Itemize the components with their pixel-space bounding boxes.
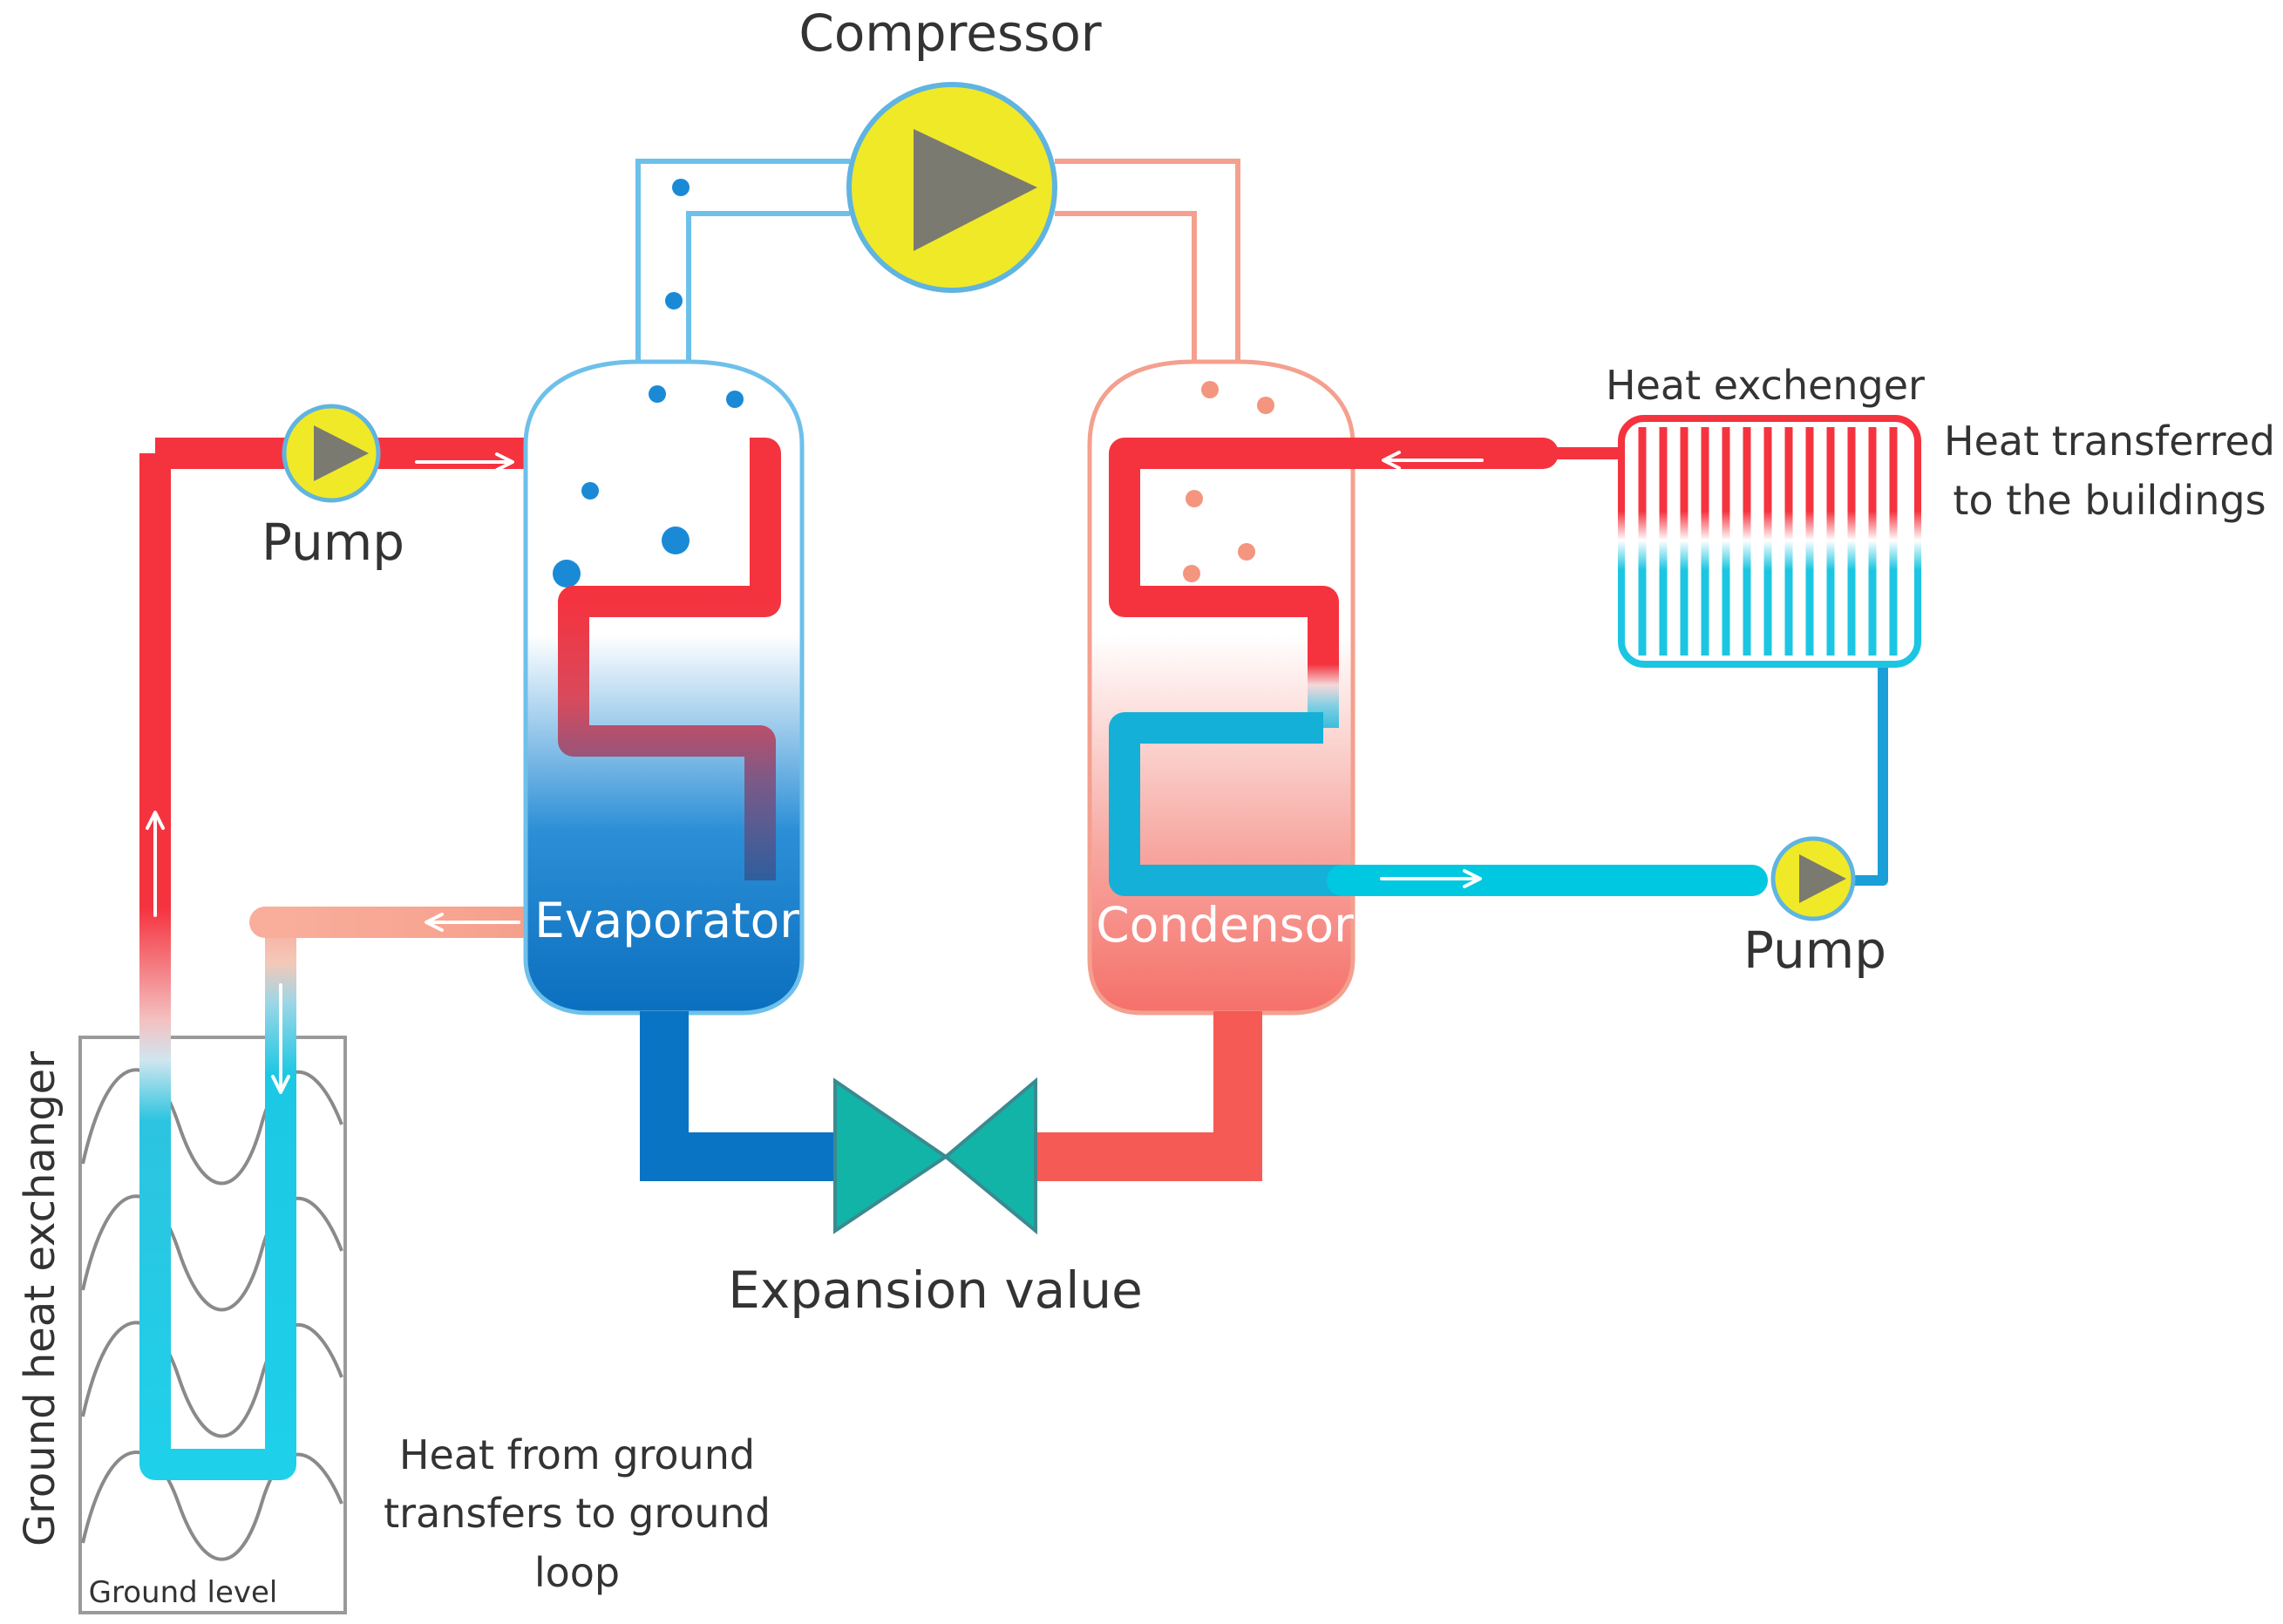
condensor-label: Condensor	[1096, 897, 1354, 953]
arrow-up-icon	[146, 811, 165, 917]
flow-arrows	[146, 451, 1484, 1094]
arrow-down-icon	[271, 983, 290, 1094]
heat-from-ground-line2: transfers to ground	[384, 1490, 771, 1537]
heat-transferred-line1: Heat transferred	[1944, 418, 2275, 465]
heat-exchanger-label: Heat exchenger	[1606, 362, 1925, 409]
arrow-left-icon	[1382, 451, 1484, 470]
compressor-label: Compressor	[798, 3, 1101, 63]
refrigerant-lines-top	[635, 159, 1240, 366]
arrow-left-icon	[425, 913, 520, 932]
condensor-vessel	[1087, 359, 1360, 1016]
pump-left-play-icon	[314, 425, 369, 481]
expansion-lines	[640, 1011, 1262, 1181]
evaporator-label: Evaporator	[534, 893, 799, 948]
heat-from-ground-line1: Heat from ground	[399, 1431, 755, 1478]
heat-exchanger-radiator	[1618, 415, 1921, 668]
condensor-coil	[1109, 438, 1360, 728]
pump-right-label: Pump	[1743, 921, 1886, 980]
pump-left-label: Pump	[262, 513, 404, 572]
ground-waves	[81, 1068, 343, 1561]
expansion-valve	[833, 1077, 1037, 1235]
ground-level-label: Ground level	[89, 1575, 278, 1610]
pump-right	[1770, 836, 1856, 921]
ground-heat-exchanger-box	[78, 1036, 347, 1614]
heat-from-ground-line3: loop	[534, 1549, 620, 1596]
compressor	[846, 82, 1057, 293]
arrow-right-icon	[415, 452, 514, 472]
ground-heat-exchanger-label: Ground heat exchanger	[16, 1051, 65, 1546]
pump-right-play-icon	[1799, 854, 1846, 903]
condensor-bubbles	[1183, 381, 1274, 582]
compressor-play-icon	[914, 129, 1037, 251]
heat-transferred-line2: to the buildings	[1953, 477, 2266, 524]
radiator-tubes	[1638, 427, 1898, 656]
expansion-valve-label: Expansion value	[728, 1260, 1143, 1320]
evaporator-coil	[558, 438, 781, 880]
pump-left	[282, 404, 381, 503]
evaporator-vessel	[523, 179, 805, 1016]
evaporator-bubbles	[553, 179, 744, 588]
arrow-right-icon	[1380, 869, 1482, 888]
